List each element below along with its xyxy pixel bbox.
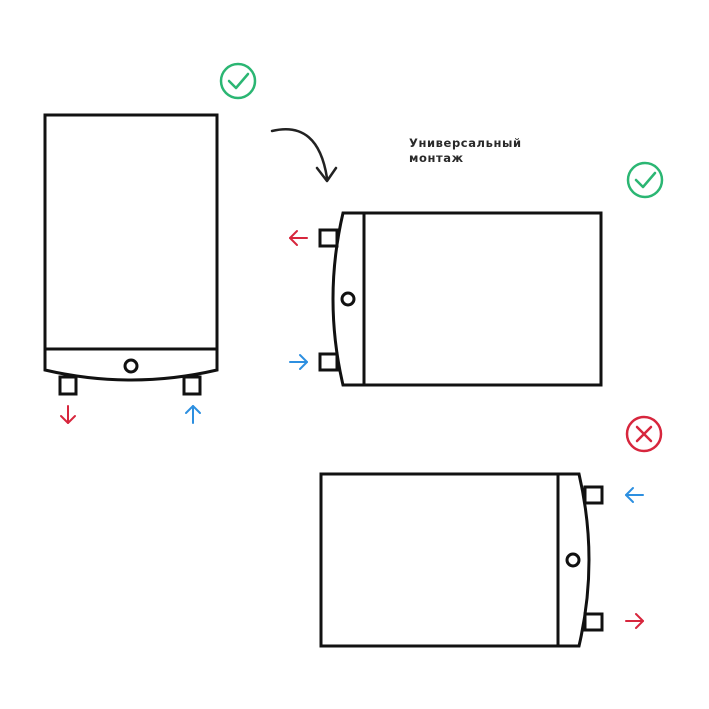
horizontal-left-heater-cold-pipe: [318, 352, 339, 372]
horizontal-left-cold-arrow-right-icon: [289, 354, 308, 370]
horizontal-right-heater-body: [319, 472, 560, 648]
horizontal-right-heater-cold-pipe: [583, 485, 604, 505]
horizontal-left-hot-arrow-left-icon: [289, 230, 308, 246]
horizontal-left-heater-body: [362, 211, 603, 387]
horizontal-left-heater: [318, 211, 603, 387]
horizontal-right-heater: [319, 472, 604, 648]
vertical-heater-indicator: [123, 358, 139, 374]
vertical-cold-arrow-up-icon: [185, 405, 201, 424]
horizontal-left-heater-hot-pipe: [318, 228, 339, 248]
horizontal-left-ok-icon: [626, 161, 664, 199]
horizontal-left-heater-indicator: [340, 291, 356, 307]
caption-line-1: Универсальный: [409, 136, 522, 150]
vertical-heater-hot-pipe: [58, 375, 78, 396]
vertical-ok-icon: [219, 62, 257, 100]
horizontal-right-hot-arrow-right-icon: [625, 613, 644, 629]
vertical-heater-body: [43, 113, 219, 351]
caption-line-2: монтаж: [409, 151, 464, 165]
vertical-heater-cold-pipe: [182, 375, 202, 396]
horizontal-right-heater-indicator: [565, 552, 581, 568]
check-circle-icon: [626, 161, 664, 199]
rotate-arrow-icon: [270, 128, 338, 183]
check-circle-icon: [219, 62, 257, 100]
horizontal-right-bad-icon: [625, 415, 663, 453]
vertical-hot-arrow-down-icon: [60, 405, 76, 424]
vertical-heater: [43, 113, 219, 396]
universal-mounting-caption: Универсальный монтаж: [409, 136, 522, 166]
cross-circle-icon: [625, 415, 663, 453]
horizontal-right-cold-arrow-left-icon: [625, 487, 644, 503]
horizontal-right-heater-hot-pipe: [583, 612, 604, 632]
